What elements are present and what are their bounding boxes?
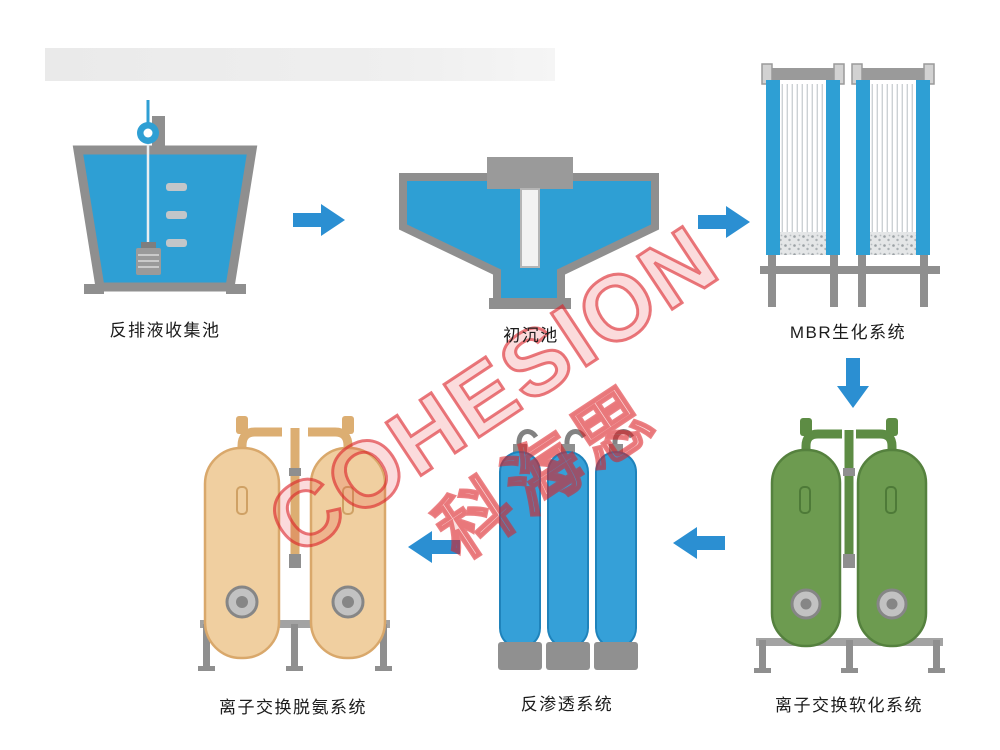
- ro-bases: [498, 642, 638, 670]
- tank-foot-right: [226, 284, 246, 294]
- label-mbr-system: MBR生化系统: [789, 323, 907, 342]
- arrow-left-2: [408, 531, 460, 563]
- manway-flanges: [225, 585, 365, 619]
- label-collection-tank: 反排液收集池: [109, 321, 221, 340]
- stand-legs: [754, 640, 945, 673]
- sight-plate: [236, 486, 248, 515]
- ro-units-illustration: [498, 429, 638, 670]
- stand-legs: [198, 624, 392, 671]
- softening-piping: [801, 429, 897, 560]
- pipe-coupling: [843, 468, 855, 476]
- tank-foot-left: [84, 284, 104, 294]
- membrane-sheets: [870, 84, 916, 232]
- pipe-end-fitting: [289, 554, 301, 568]
- flow-arrows: [293, 204, 869, 563]
- feed-well: [487, 157, 573, 189]
- label-softening-system: 离子交换软化系统: [775, 696, 923, 715]
- ro-vessel: [595, 451, 637, 649]
- softening-tank-right: [856, 448, 928, 648]
- pipe-cap-left: [236, 416, 248, 434]
- sight-plate: [342, 486, 354, 515]
- pump-ribs: [138, 254, 159, 268]
- aeration-diffuser: [870, 232, 916, 255]
- arrow-left-1: [673, 527, 725, 559]
- pipe-cap-right: [886, 418, 898, 436]
- deammoniation-tank-left: [203, 446, 281, 660]
- label-deammoniation-system: 离子交换脱氨系统: [219, 698, 367, 717]
- sedimentation-tank-illustration: [399, 157, 659, 309]
- deammoniation-tank-right: [309, 446, 387, 660]
- arrow-right-1: [293, 204, 345, 236]
- pipe-cap-right: [342, 416, 354, 434]
- softening-tanks-illustration: [754, 418, 945, 673]
- pipe-coupling: [289, 468, 301, 476]
- pump-cap: [141, 242, 156, 248]
- deammoniation-tanks-illustration: [198, 416, 392, 671]
- sight-plate: [885, 486, 897, 514]
- membrane-sheets: [780, 84, 826, 232]
- label-sedimentation-tank: 初沉池: [503, 326, 559, 345]
- aeration-diffuser: [780, 232, 826, 255]
- label-ro-system: 反渗透系统: [520, 695, 614, 714]
- arrow-right-2: [698, 206, 750, 238]
- tank-basin: [72, 145, 258, 292]
- center-pipe: [520, 188, 540, 268]
- sight-plate: [799, 486, 811, 514]
- mbr-cassette-right: [850, 63, 940, 307]
- mbr-module-illustration: [760, 63, 940, 307]
- softening-tank-left: [770, 448, 842, 648]
- collection-tank-illustration: [72, 100, 258, 294]
- ro-vessel: [547, 451, 589, 649]
- pipe-cap-left: [800, 418, 812, 436]
- manway-flanges: [790, 588, 908, 620]
- pipe-end-fitting: [843, 554, 855, 568]
- ro-vessel: [499, 451, 541, 649]
- pulley-hub: [143, 128, 153, 138]
- header-bar: [45, 48, 555, 81]
- diffuser-paddles: [166, 183, 187, 247]
- mbr-cassette-left: [760, 63, 850, 307]
- deammoniation-piping: [237, 427, 353, 560]
- arrow-down: [837, 358, 869, 408]
